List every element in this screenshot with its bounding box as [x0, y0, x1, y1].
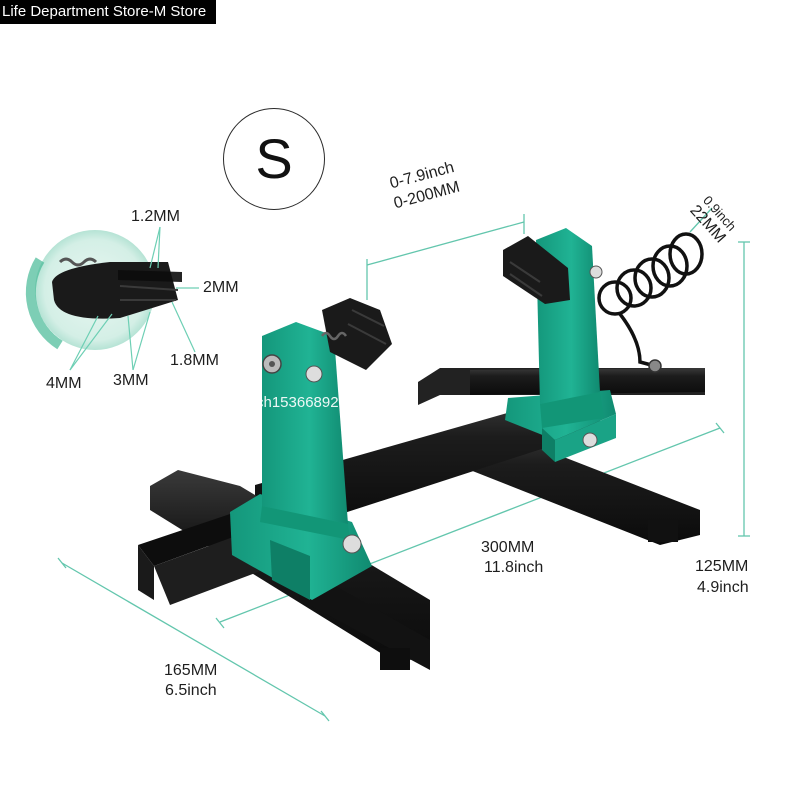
jaw-label-4mm: 4MM — [46, 375, 82, 392]
width-inch: 6.5inch — [165, 682, 217, 699]
length-inch: 11.8inch — [484, 559, 544, 576]
width-mm: 165MM — [164, 662, 218, 679]
height-mm: 125MM — [695, 558, 749, 575]
right-clamp-tower — [503, 228, 616, 462]
jaw-detail-inset — [25, 226, 199, 371]
soldering-iron-coil — [597, 232, 704, 368]
store-name-banner: Life Department Store-M Store — [0, 0, 217, 24]
jaw-label-2mm: 2MM — [203, 279, 239, 296]
length-mm: 300MM — [481, 539, 535, 556]
base-frame — [138, 368, 705, 670]
watermark-text: ch1536689278vfqx — [256, 394, 383, 411]
jaw-label-3mm: 3MM — [113, 372, 149, 389]
jaw-label-1-8mm: 1.8MM — [170, 352, 219, 369]
size-badge: S — [223, 108, 325, 210]
height-inch: 4.9inch — [697, 579, 749, 596]
jaw-label-1-2mm: 1.2MM — [131, 208, 180, 225]
size-badge-letter: S — [255, 127, 293, 190]
left-clamp-tower — [230, 298, 392, 600]
